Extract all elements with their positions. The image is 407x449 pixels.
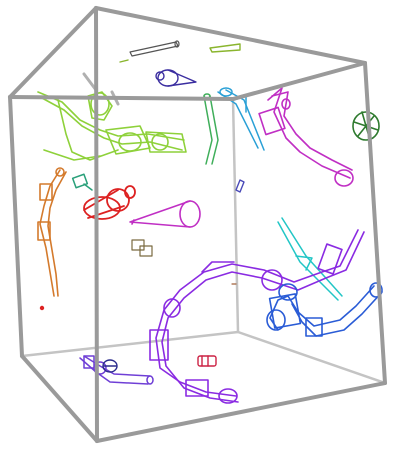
navy-cone xyxy=(155,69,197,87)
cyan-sword xyxy=(277,217,343,301)
magenta-arm xyxy=(258,87,354,187)
green-ring xyxy=(352,111,380,141)
navy-stick xyxy=(235,179,245,193)
olive-stick xyxy=(119,43,241,63)
teal-small xyxy=(71,173,93,191)
green-structure xyxy=(37,91,187,161)
blue-arm xyxy=(266,282,383,337)
bounding-box-front xyxy=(8,6,387,443)
magenta-cone xyxy=(129,200,201,228)
red-small xyxy=(197,355,217,367)
purple-bottom-left xyxy=(79,355,154,385)
bounding-box-back xyxy=(20,97,387,385)
orange-chain xyxy=(37,167,67,297)
red-dot xyxy=(39,305,45,311)
green-tube xyxy=(203,93,219,165)
purple-chain xyxy=(149,229,365,404)
red-capsule xyxy=(83,185,136,220)
tan-piece xyxy=(131,239,153,257)
navy-small xyxy=(102,359,118,373)
top-sticks xyxy=(129,40,180,57)
